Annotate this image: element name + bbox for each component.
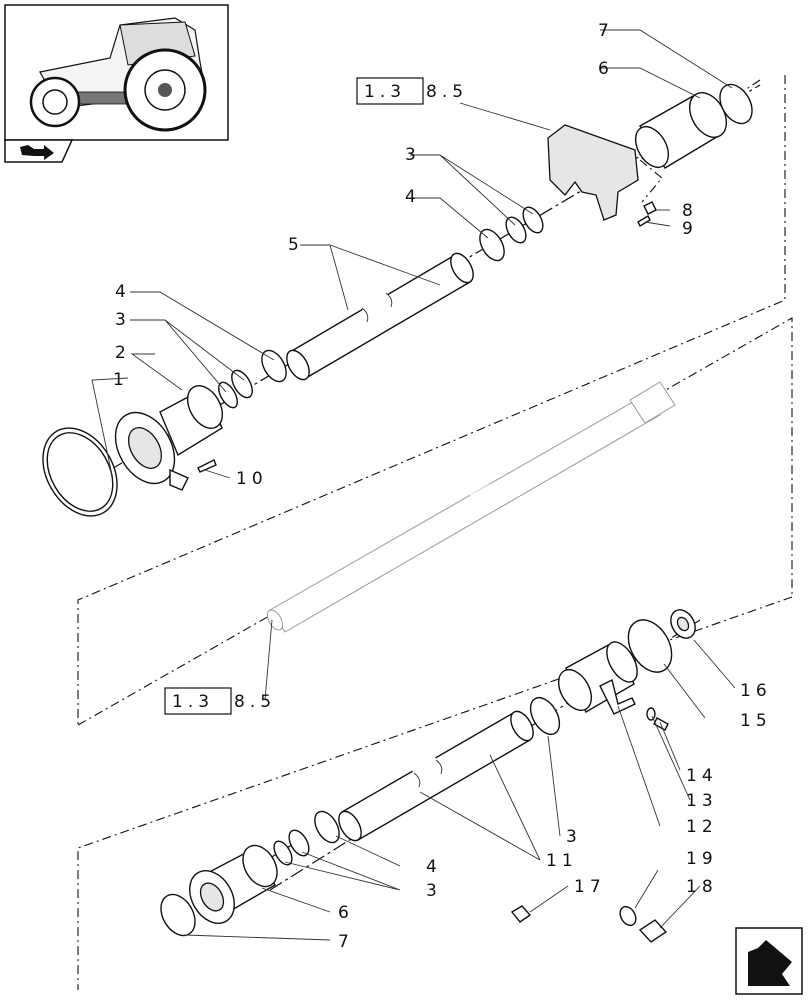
drive-shaft xyxy=(266,381,676,633)
pin-10 xyxy=(197,459,217,473)
label-9: 9 xyxy=(682,219,698,239)
label-3: 3 xyxy=(115,310,131,330)
tube-11 xyxy=(338,710,534,842)
ring-7b xyxy=(160,893,196,937)
tube-5 xyxy=(286,252,474,381)
label-7: 7 xyxy=(598,21,614,41)
assembly-arrow-icon xyxy=(4,139,74,163)
label-3: 3 xyxy=(566,827,582,847)
ring-3g xyxy=(529,696,561,736)
sleeve-12 xyxy=(557,641,638,715)
ring-3e xyxy=(273,840,293,866)
label-4: 4 xyxy=(405,187,421,207)
label-14: 14 xyxy=(686,766,718,786)
label-3: 3 xyxy=(426,881,442,901)
label-13: 13 xyxy=(686,791,718,811)
svg-text:1.3: 1.3 xyxy=(364,82,406,102)
label-1: 1 xyxy=(113,370,129,390)
label-4: 4 xyxy=(115,282,131,302)
label-6: 6 xyxy=(338,903,354,923)
bottom-assembly xyxy=(160,609,696,943)
next-page-arrow-icon[interactable] xyxy=(735,927,803,995)
label-5: 5 xyxy=(288,235,304,255)
label-19: 19 xyxy=(686,849,718,869)
ring-3d xyxy=(522,206,544,234)
housing-2 xyxy=(114,385,224,491)
ring-4b xyxy=(479,228,505,262)
label-18: 18 xyxy=(686,877,718,897)
ring-4a xyxy=(261,349,287,383)
label-15: 15 xyxy=(740,711,772,731)
tractor-thumbnail xyxy=(4,4,229,141)
leader-lines xyxy=(91,29,736,941)
ring-4c xyxy=(314,810,340,844)
label-2: 2 xyxy=(115,343,131,363)
label-3: 3 xyxy=(405,145,421,165)
ring-7a xyxy=(719,83,753,125)
fastener-8 xyxy=(643,201,657,215)
ref-box-top: 1.3 8.5 xyxy=(356,77,468,105)
washer-13 xyxy=(646,707,656,721)
ring-3c xyxy=(505,216,527,244)
svg-text:1.3: 1.3 xyxy=(172,692,214,712)
svg-text:8.5: 8.5 xyxy=(234,692,276,712)
label-7: 7 xyxy=(338,932,354,952)
plug-17 xyxy=(510,905,532,923)
label-12: 12 xyxy=(686,817,718,837)
ring-19 xyxy=(619,905,637,927)
label-11: 11 xyxy=(546,851,578,871)
ring-3b xyxy=(231,369,253,399)
label-10: 10 xyxy=(236,469,268,489)
label-8: 8 xyxy=(682,201,698,221)
label-17: 17 xyxy=(574,877,606,897)
sleeve-6b xyxy=(189,844,278,924)
bracket xyxy=(547,124,639,221)
sleeve-6 xyxy=(634,92,728,169)
tractor-icon xyxy=(29,17,207,132)
ref-box-mid: 1.3 8.5 xyxy=(164,687,276,715)
fastener-9 xyxy=(637,215,651,227)
svg-text:8.5: 8.5 xyxy=(426,82,468,102)
label-16: 16 xyxy=(740,681,772,701)
plug-18 xyxy=(638,919,668,943)
top-assembly xyxy=(42,83,753,517)
label-6: 6 xyxy=(598,59,614,79)
label-4: 4 xyxy=(426,857,442,877)
ring-3f xyxy=(288,829,310,857)
part-labels: 1 2 3 4 5 4 3 6 7 8 9 10 16 15 14 13 12 … xyxy=(113,21,772,952)
ring-15 xyxy=(627,619,673,673)
